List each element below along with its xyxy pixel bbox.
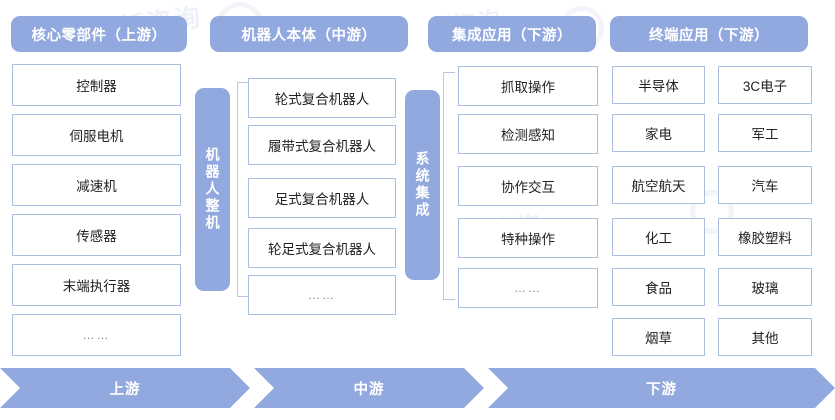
core-component-item[interactable]: 伺服电机	[12, 114, 181, 156]
vertical-label-system-integration[interactable]: 系统集成	[405, 90, 440, 280]
integrated-application-item[interactable]: 特种操作	[458, 218, 598, 258]
section-header-upstream[interactable]: 核心零部件（上游）	[11, 16, 187, 52]
flow-ribbon: 上游 中游 下游	[0, 368, 835, 408]
flow-arrow-downstream[interactable]: 下游	[488, 368, 835, 408]
terminal-application-item[interactable]: 烟草	[612, 318, 705, 356]
robot-body-item[interactable]: 轮足式复合机器人	[248, 228, 396, 268]
section-header-midstream[interactable]: 机器人本体（中游）	[210, 16, 408, 52]
terminal-application-item[interactable]: 汽车	[718, 166, 812, 204]
section-header-terminal[interactable]: 终端应用（下游）	[610, 16, 808, 52]
robot-body-item[interactable]: 履带式复合机器人	[248, 125, 396, 165]
core-component-item[interactable]: 减速机	[12, 164, 181, 206]
robot-body-item[interactable]: 轮式复合机器人	[248, 78, 396, 118]
terminal-application-item[interactable]: 家电	[612, 114, 705, 152]
section-header-integration[interactable]: 集成应用（下游）	[428, 16, 596, 52]
integrated-application-item[interactable]: 检测感知	[458, 114, 598, 154]
core-component-item-more[interactable]: ……	[12, 314, 181, 356]
flow-arrow-upstream[interactable]: 上游	[0, 368, 250, 408]
integrated-application-item[interactable]: 协作交互	[458, 166, 598, 206]
bracket-connector-robot-body	[237, 82, 248, 297]
terminal-application-item[interactable]: 食品	[612, 268, 705, 306]
vertical-label-text: 机器人整机	[204, 147, 221, 232]
bracket-connector-system-integration	[443, 72, 455, 300]
core-component-item[interactable]: 控制器	[12, 64, 181, 106]
vertical-label-text: 系统集成	[414, 151, 431, 219]
terminal-application-item[interactable]: 橡胶塑料	[718, 218, 812, 256]
terminal-application-item[interactable]: 3C电子	[718, 66, 812, 104]
terminal-application-item[interactable]: 玻璃	[718, 268, 812, 306]
watermark-circle-icon	[690, 190, 734, 234]
terminal-application-item[interactable]: 军工	[718, 114, 812, 152]
core-component-item[interactable]: 末端执行器	[12, 264, 181, 306]
terminal-application-item[interactable]: 航空航天	[612, 166, 705, 204]
terminal-application-item[interactable]: 其他	[718, 318, 812, 356]
integrated-application-item-more[interactable]: ……	[458, 268, 598, 308]
core-component-item[interactable]: 传感器	[12, 214, 181, 256]
terminal-application-item[interactable]: 化工	[612, 218, 705, 256]
flow-arrow-midstream[interactable]: 中游	[254, 368, 484, 408]
robot-body-item-more[interactable]: ……	[248, 275, 396, 315]
integrated-application-item[interactable]: 抓取操作	[458, 66, 598, 106]
vertical-label-robot-body[interactable]: 机器人整机	[195, 88, 230, 291]
robot-body-item[interactable]: 足式复合机器人	[248, 178, 396, 218]
terminal-application-item[interactable]: 半导体	[612, 66, 705, 104]
